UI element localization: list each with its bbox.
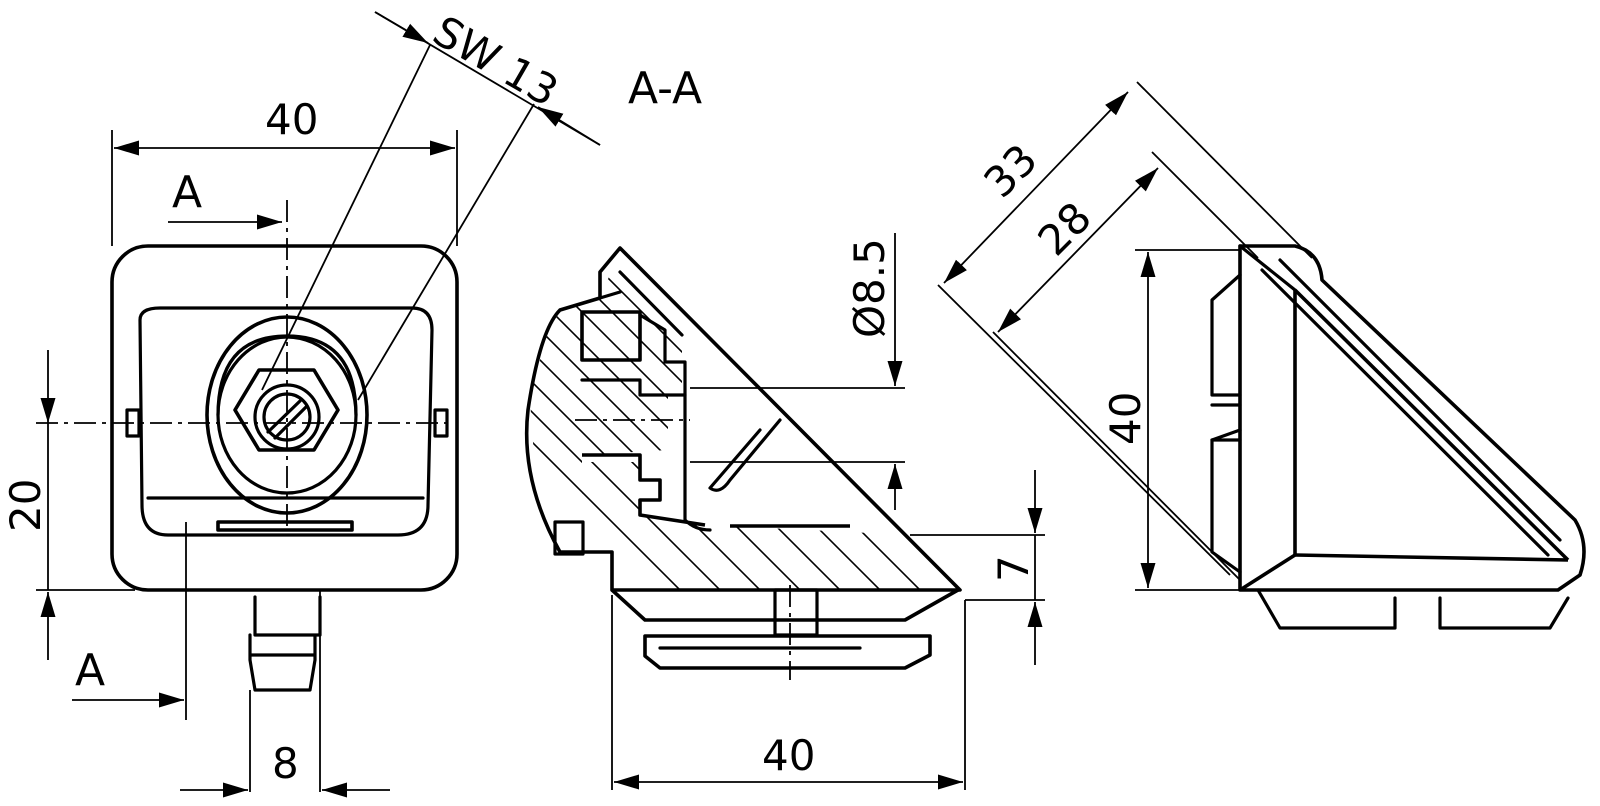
section-slot: [582, 453, 706, 527]
section-left-lug: [553, 520, 585, 556]
side-left-tab-upper: [1210, 273, 1242, 397]
dim-section-height: 7: [989, 555, 1038, 582]
front-view: [36, 200, 459, 692]
dim-side-length-inner: 28: [1028, 193, 1100, 265]
dim-slot-width: 8: [272, 739, 299, 788]
section-slot-nut: [643, 634, 932, 670]
dim-front-height: 20: [1, 479, 50, 532]
dim-side-length-outer: 33: [974, 135, 1046, 207]
side-outline: [1238, 244, 1586, 592]
hatch-lower: [582, 462, 955, 590]
section-inner-bevel: [598, 270, 684, 337]
side-bottom-foot-right: [1438, 596, 1570, 630]
section-title: A-A: [628, 63, 702, 114]
slot-nut: [248, 595, 322, 692]
section-marker-top: A: [172, 167, 202, 218]
dim-wrench-size: SW 13: [425, 6, 566, 116]
front-outer-body: [110, 244, 459, 592]
dim-front-width: 40: [265, 95, 318, 144]
dim-hole-diameter: Ø8.5: [845, 238, 894, 338]
section-view: [524, 246, 962, 680]
section-bore: [580, 310, 642, 362]
side-diagonal: [1293, 288, 1570, 562]
section-dimensions: 40 Ø8.5 7: [611, 233, 1045, 790]
front-bottom-plate: [216, 520, 354, 532]
dim-side-height: 40: [1101, 392, 1150, 445]
section-spacer: [773, 588, 819, 637]
front-inner-pocket: [138, 306, 434, 537]
side-bottom-foot-left: [1256, 588, 1397, 630]
screw-slot: [266, 399, 308, 440]
dim-section-width: 40: [762, 731, 815, 780]
dim-line-side-inner: [997, 167, 1159, 333]
section-rib: [708, 418, 782, 492]
section-base-plate: [610, 588, 959, 622]
hex-nut: [233, 368, 340, 452]
section-channel: [683, 393, 712, 532]
side-dimensions: 33 28 40: [937, 81, 1313, 591]
section-marker-bottom: A: [75, 645, 105, 696]
section-counterbore: [580, 313, 687, 397]
side-view: [1210, 244, 1586, 630]
dim-line-side-outer: [943, 91, 1129, 284]
side-left-tab-lower: [1210, 438, 1242, 574]
